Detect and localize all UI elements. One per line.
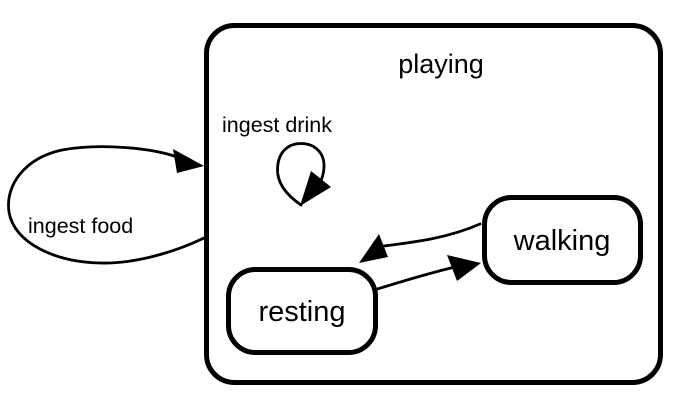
state-walking-label: walking bbox=[513, 225, 611, 257]
ingest-drink-label: ingest drink bbox=[222, 113, 332, 137]
resting-to-walking-curve bbox=[372, 266, 453, 292]
state-walking bbox=[482, 195, 643, 285]
ingest-drink-curve bbox=[276, 142, 326, 207]
resting-to-walking-arrowhead-icon bbox=[447, 255, 481, 281]
state-resting bbox=[226, 267, 378, 355]
walking-to-resting-arrowhead-icon bbox=[359, 234, 388, 263]
transition-ingest-drink: ingest drink bbox=[222, 113, 332, 207]
walking-to-resting-curve bbox=[382, 222, 482, 248]
transition-ingest-food: ingest food bbox=[7, 145, 206, 265]
transition-walking-to-resting bbox=[359, 222, 482, 263]
ingest-food-arrowhead-icon bbox=[173, 149, 204, 173]
ingest-food-label: ingest food bbox=[28, 214, 133, 238]
ingest-food-curve bbox=[7, 145, 206, 265]
state-resting-label: resting bbox=[258, 296, 345, 328]
transition-resting-to-walking bbox=[372, 255, 481, 292]
ingest-drink-arrowhead-icon bbox=[300, 171, 331, 206]
state-playing-label: playing bbox=[398, 49, 484, 79]
